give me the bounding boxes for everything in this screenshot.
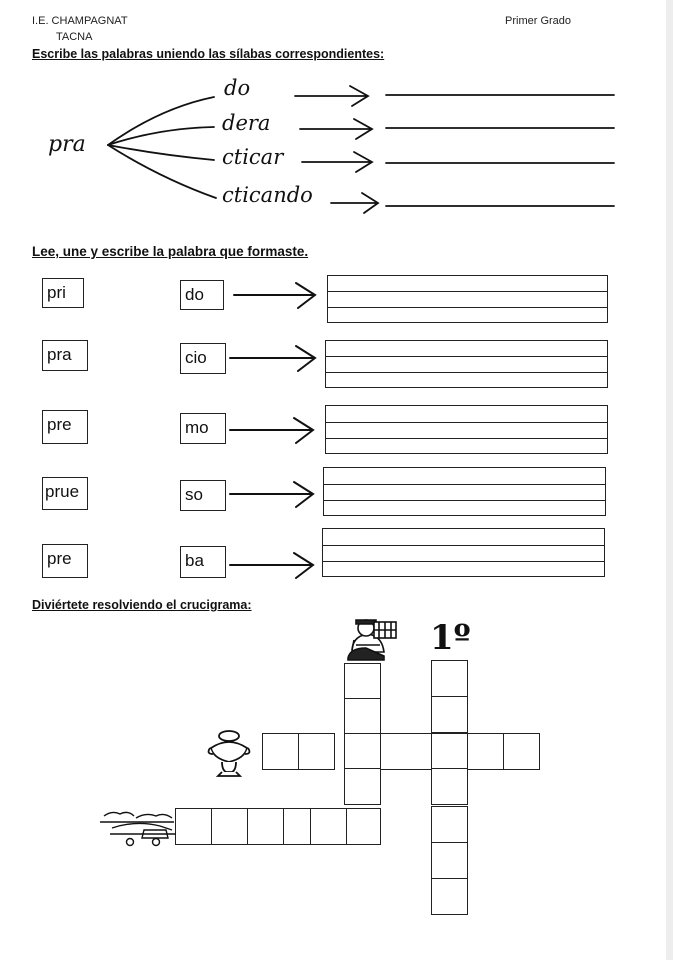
answer-lines[interactable] [322,528,605,577]
crossword-cell[interactable] [431,696,468,733]
left-syllable-box: prue [42,477,88,510]
ending-1: do [224,76,251,100]
crossword-cell[interactable] [431,733,468,770]
crossword-cell[interactable] [211,808,248,845]
crossword-cell[interactable] [431,768,468,805]
school-name: I.E. CHAMPAGNAT [32,15,128,27]
city-name: TACNA [56,31,93,43]
crossword-cell[interactable] [380,733,432,770]
right-syllable-box: mo [180,413,226,444]
answer-lines[interactable] [325,405,608,454]
crossword-cell[interactable] [344,663,381,700]
answer-lines[interactable] [327,275,608,323]
crossword-cell[interactable] [431,878,468,915]
answer-lines[interactable] [323,467,606,516]
ending-4: cticando [222,183,313,207]
trophy-icon [207,730,251,777]
section3-title: Diviértete resolviendo el crucigrama: [32,598,252,612]
right-syllable-box: do [180,280,224,310]
right-syllable-box: ba [180,546,226,578]
left-syllable-box: pri [42,278,84,308]
crossword-cell[interactable] [431,806,468,843]
worker-icon [347,619,397,661]
crossword-cell[interactable] [344,768,381,805]
ending-3: cticar [222,145,284,169]
left-syllable-box: pra [42,340,88,371]
right-syllable-box: so [180,480,226,511]
section1-title: Escribe las palabras uniendo las sílabas… [32,47,385,61]
left-syllable-box: pre [42,410,88,444]
root-syllable: pra [48,132,86,157]
grade-label: Primer Grado [505,15,572,27]
answer-lines[interactable] [325,340,608,388]
crossword-cell[interactable] [247,808,284,845]
landscape-icon [100,811,176,847]
left-syllable-box: pre [42,544,88,578]
syllable-branch-lines [107,85,615,214]
right-syllable-box: cio [180,343,226,374]
section2-title: Lee, une y escribe la palabra que formas… [32,244,309,259]
ending-2: dera [222,111,271,135]
crossword-cell[interactable] [503,733,540,770]
crossword-cell[interactable] [310,808,347,845]
clue-number-label: 1º [430,618,471,658]
crossword-cell[interactable] [298,733,335,770]
crossword-cell[interactable] [344,698,381,735]
